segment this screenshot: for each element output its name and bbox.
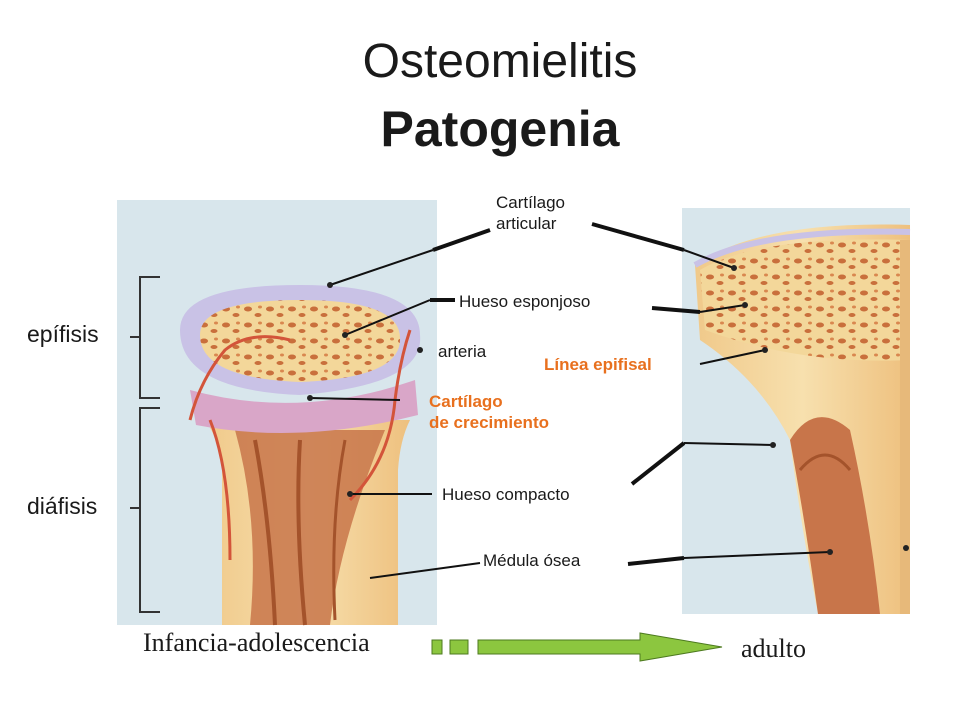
progression-arrow: [431, 632, 723, 662]
label-medula-osea: Médula ósea: [483, 551, 581, 570]
label-line: articular: [496, 214, 557, 233]
adult-bone-image: [682, 208, 911, 614]
page-subtitle: Patogenia: [380, 101, 620, 157]
stage-right-label: adulto: [741, 634, 806, 663]
region-brackets: [130, 276, 160, 613]
child-bone-image: [117, 200, 437, 626]
label-line: Cartílago: [496, 193, 565, 212]
label-line: Cartílago: [429, 392, 503, 411]
stage-left-label: Infancia-adolescencia: [143, 628, 370, 657]
label-line: de crecimiento: [429, 413, 549, 432]
label-epifisis: epífisis: [27, 321, 99, 347]
label-arteria: arteria: [438, 342, 487, 361]
leader-lines: [309, 222, 831, 579]
label-hueso-esponjoso: Hueso esponjoso: [459, 292, 591, 311]
label-cartilago-crecimiento: Cartílago de crecimiento: [429, 391, 549, 433]
leader-dots: [307, 265, 909, 555]
label-hueso-compacto: Hueso compacto: [442, 485, 570, 504]
label-diafisis: diáfisis: [27, 493, 98, 519]
label-linea-epifisal: Línea epifisal: [544, 355, 652, 374]
label-cartilago-articular: Cartílago articular: [496, 192, 565, 234]
page-title: Osteomielitis: [362, 35, 638, 88]
